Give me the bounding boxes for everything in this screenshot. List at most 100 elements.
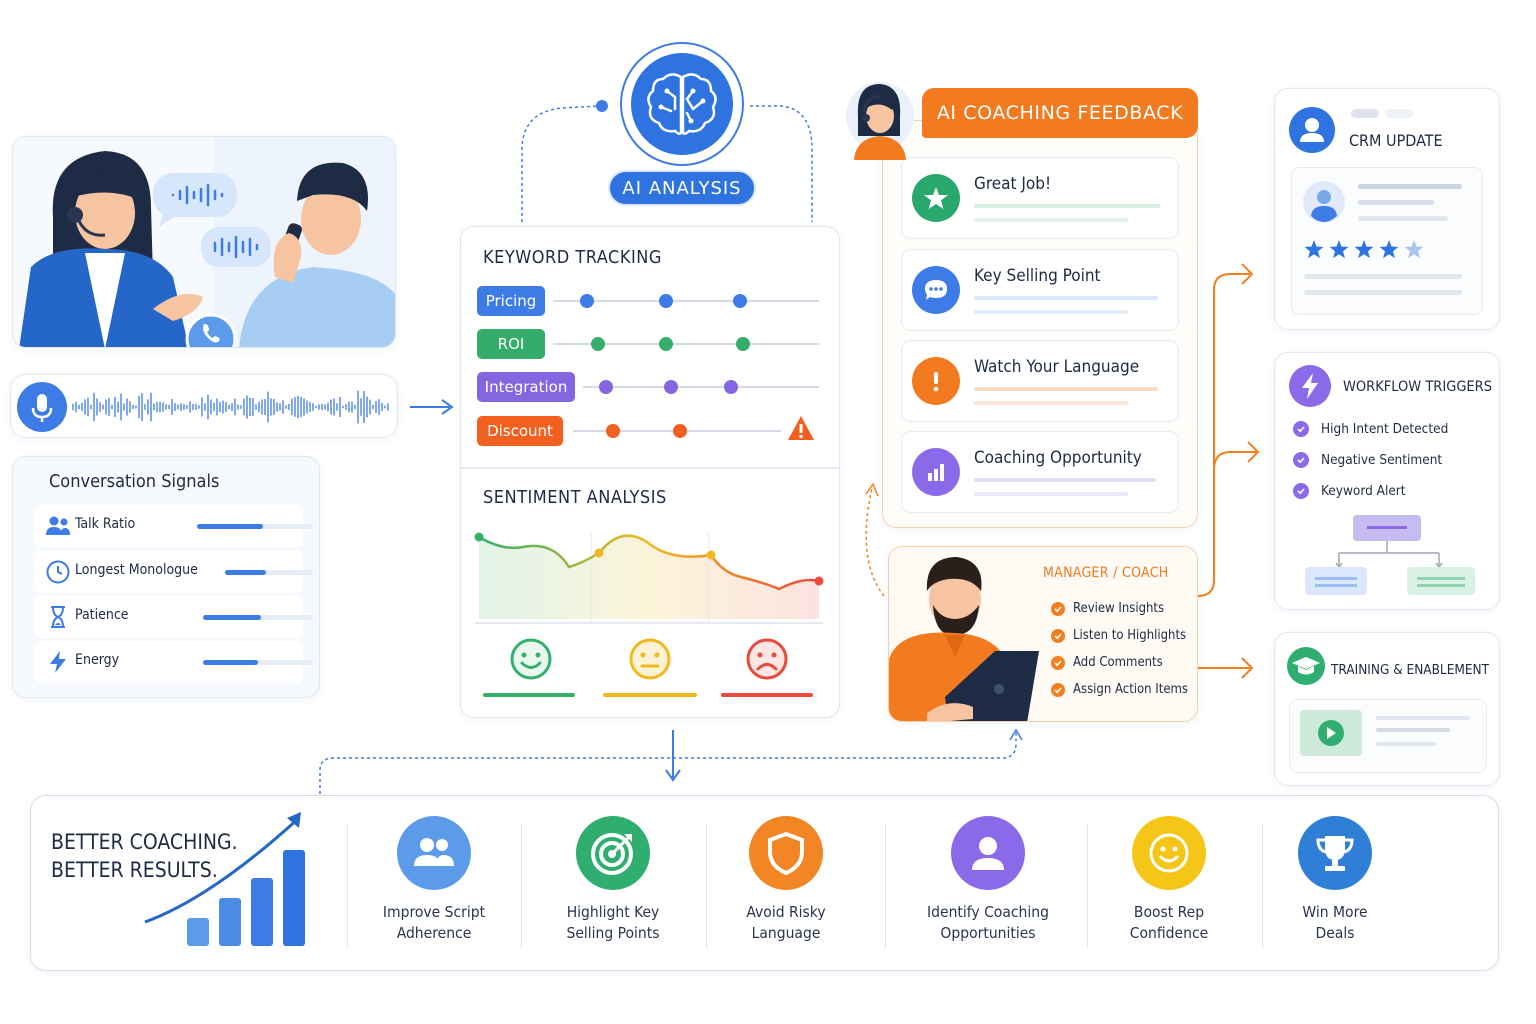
star-icon — [1354, 240, 1374, 259]
signal-bar — [225, 570, 313, 575]
keyword-pill[interactable]: ROI — [477, 329, 545, 359]
star-icon — [924, 187, 948, 209]
workflow-triggers-title: WORKFLOW TRIGGERS — [1343, 379, 1493, 395]
star-icon — [1404, 240, 1424, 259]
neutral-sentiment-bar — [603, 693, 697, 697]
call-scene-panel — [12, 136, 396, 348]
conversation-signals-panel: Conversation Signals Talk Ratio Longest … — [12, 456, 320, 698]
happy-face-icon — [510, 638, 552, 680]
feedback-item[interactable]: Key Selling Point — [901, 249, 1179, 331]
workflow-triggers-panel: WORKFLOW TRIGGERS High Intent Detected N… — [1274, 352, 1500, 610]
check-icon — [1051, 682, 1065, 697]
manager-illustration — [889, 557, 1039, 721]
keyword-mention-dot — [673, 424, 687, 438]
warning-icon — [788, 416, 814, 440]
keyword-mention-dot — [664, 380, 678, 394]
coach-avatar — [846, 82, 914, 160]
crm-user-icon — [1289, 107, 1335, 153]
signal-label: Energy — [75, 652, 120, 668]
workflow-diagram — [1305, 515, 1475, 595]
keyword-pill[interactable]: Discount — [477, 416, 563, 446]
crm-record-card — [1291, 167, 1483, 315]
workflow-trigger-item[interactable]: Keyword Alert — [1293, 483, 1406, 499]
training-enablement-panel: TRAINING & ENABLEMENT — [1274, 632, 1500, 786]
keyword-mention-dot — [580, 294, 594, 308]
manager-action-item[interactable]: Add Comments — [1051, 655, 1163, 670]
manager-coach-title: MANAGER / COACH — [1043, 565, 1169, 581]
rating-stars — [1304, 240, 1424, 259]
keyword-mention-dot — [736, 337, 750, 351]
star-icon — [1379, 240, 1399, 259]
call-illustration — [19, 137, 395, 347]
training-enablement-title: TRAINING & ENABLEMENT — [1331, 662, 1490, 678]
signal-row: Longest Monologue — [35, 551, 313, 593]
check-icon — [1293, 483, 1309, 499]
phone-icon — [203, 323, 220, 343]
keyword-pill[interactable]: Integration — [477, 372, 575, 402]
workflow-trigger-item[interactable]: Negative Sentiment — [1293, 452, 1442, 468]
manager-action-item[interactable]: Listen to Highlights — [1051, 628, 1186, 643]
growth-chart-icon — [144, 812, 305, 946]
brain-icon — [647, 73, 717, 135]
check-icon — [1293, 452, 1309, 468]
manager-coach-panel: MANAGER / COACH Review Insights Listen t… — [888, 546, 1198, 722]
negative-sentiment-bar — [721, 693, 813, 697]
signal-row: Energy — [35, 641, 313, 683]
shield-icon — [768, 831, 804, 876]
keyword-mention-dot — [659, 294, 673, 308]
signal-label: Patience — [75, 607, 129, 623]
coaching-feedback-panel: Great Job! Key Selling Point Watch Your … — [882, 120, 1198, 528]
keyword-timeline — [553, 343, 819, 345]
trophy-icon — [1316, 836, 1354, 871]
training-video-card[interactable] — [1289, 699, 1487, 773]
signal-row: Talk Ratio — [35, 505, 313, 547]
feedback-item[interactable]: Watch Your Language — [901, 340, 1179, 422]
manager-action-item[interactable]: Review Insights — [1051, 601, 1164, 616]
ai-analysis-label: AI ANALYSIS — [608, 170, 756, 206]
chat-bubble-icon — [925, 280, 947, 300]
check-icon — [1051, 628, 1065, 643]
audio-waveform-bar — [10, 374, 398, 438]
check-icon — [1051, 655, 1065, 670]
check-icon — [1293, 421, 1309, 437]
hourglass-icon — [51, 606, 65, 628]
keyword-pill[interactable]: Pricing — [477, 286, 545, 316]
lightning-icon — [50, 651, 66, 673]
feedback-item[interactable]: Coaching Opportunity — [901, 431, 1179, 513]
workflow-trigger-item[interactable]: High Intent Detected — [1293, 421, 1448, 437]
bar-chart-icon — [928, 464, 944, 481]
manager-action-item[interactable]: Assign Action Items — [1051, 682, 1188, 697]
feedback-title: Watch Your Language — [974, 357, 1140, 377]
signal-bar — [203, 660, 313, 665]
check-icon — [1051, 601, 1065, 616]
keyword-mention-dot — [733, 294, 747, 308]
microphone-button[interactable] — [17, 382, 67, 432]
crm-update-title: CRM UPDATE — [1349, 131, 1443, 150]
play-icon[interactable] — [1300, 710, 1362, 756]
target-icon — [591, 833, 633, 875]
crm-update-panel: CRM UPDATE — [1274, 88, 1500, 330]
contact-avatar-icon — [1303, 181, 1345, 223]
keyword-timeline — [583, 386, 819, 388]
neutral-face-icon — [629, 638, 671, 680]
keyword-mention-dot — [606, 424, 620, 438]
keyword-mention-dot — [591, 337, 605, 351]
user-icon — [972, 837, 1004, 870]
star-icon — [1304, 240, 1324, 259]
signal-row: Patience — [35, 596, 313, 638]
smiley-icon — [1149, 833, 1189, 873]
microphone-icon — [31, 394, 53, 422]
conversation-signals-title: Conversation Signals — [49, 471, 220, 492]
feedback-title: Great Job! — [974, 174, 1052, 194]
keyword-mention-dot — [599, 380, 613, 394]
feedback-item[interactable]: Great Job! — [901, 157, 1179, 239]
positive-sentiment-bar — [483, 693, 575, 697]
signal-label: Longest Monologue — [75, 562, 198, 578]
waveform-graphic — [72, 390, 389, 424]
